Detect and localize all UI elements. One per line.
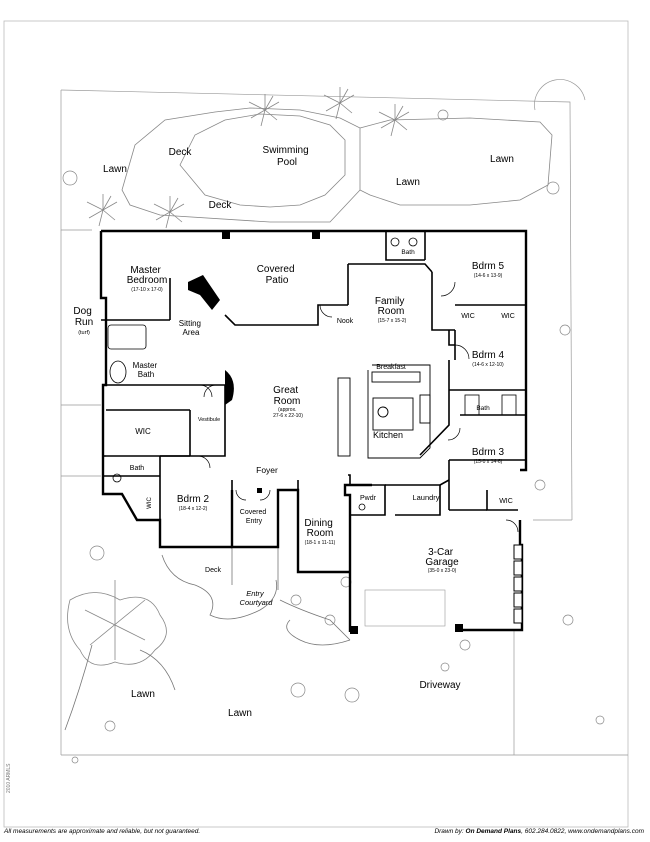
- family-room-label: Family Room: [375, 296, 407, 317]
- covered-patio-label: Covered Patio: [257, 264, 298, 286]
- door-swings: [197, 281, 519, 533]
- entry-courtyard-line: Courtyard: [240, 598, 274, 607]
- master-bath-label: Master Bath: [133, 361, 160, 379]
- bath-top-label: Bath: [401, 249, 415, 256]
- nook-label: Nook: [337, 318, 354, 325]
- bdrm5-dim: (14-6 x 13-9): [474, 273, 503, 279]
- master-bedroom-dim: (17-10 x 17-0): [131, 287, 163, 293]
- master-bedroom-line: Bedroom: [127, 275, 168, 286]
- lawn-label-mid: Lawn: [396, 177, 420, 188]
- deck-label-low: Deck: [209, 200, 233, 211]
- pwdr-label: Pwdr: [360, 495, 377, 502]
- wic-b5a-label: WIC: [461, 313, 475, 320]
- dog-run-label: Dog Run: [73, 306, 94, 328]
- great-room-dim-line: (approx.: [278, 407, 296, 413]
- laundry-label: Laundry: [412, 493, 439, 502]
- bdrm2-dim: (18-4 x 12-2): [179, 506, 208, 512]
- master-bedroom-label: Master Bedroom: [127, 265, 168, 286]
- dog-run-sub: (turf): [78, 330, 90, 336]
- house-walls: [99, 229, 528, 632]
- kitchen-fixtures: [337, 364, 431, 459]
- lot-lines: [60, 79, 628, 756]
- dog-run-line: Dog: [73, 306, 91, 317]
- family-room-dim: (15-7 x 15-2): [378, 318, 407, 324]
- master-bath-line: Master: [133, 361, 158, 370]
- wic-b3-label: WIC: [499, 498, 513, 505]
- shrubs: [62, 109, 605, 764]
- bdrm3-label: Bdrm 3: [472, 447, 505, 458]
- great-room-dim-line: 27-6 x 22-10): [273, 413, 303, 419]
- sitting-area-line: Area: [183, 328, 200, 337]
- drawn-by-prefix: Drawn by:: [434, 828, 464, 835]
- entry-courtyard-label: Entry Courtyard: [240, 589, 274, 607]
- courtyard-paths: [64, 547, 351, 731]
- watermark-stamp: 2010 ARMLS: [6, 763, 12, 793]
- sitting-area-label: Sitting Area: [179, 319, 203, 337]
- driveway-label: Driveway: [419, 680, 460, 691]
- dog-run-line: Run: [75, 317, 93, 328]
- dining-room-label: Dining Room: [304, 518, 335, 539]
- drawn-by-contact: , 602.284.0822, www.ondemandplans.com: [521, 828, 644, 835]
- bdrm4-dim: (14-6 x 12-10): [472, 362, 504, 368]
- covered-entry-line: Covered: [240, 509, 267, 516]
- columns: [188, 231, 463, 634]
- pool-label-line: Swimming: [263, 145, 309, 156]
- great-room-line: Great: [273, 385, 298, 396]
- bdrm3-dim: (15-0 x 14-6): [474, 459, 503, 465]
- garage-line: 3-Car: [428, 547, 454, 558]
- pool-area: [121, 107, 553, 223]
- foyer-label: Foyer: [256, 465, 278, 475]
- dining-room-line: Dining: [304, 518, 332, 529]
- garage-doors: [364, 544, 523, 627]
- sitting-area-line: Sitting: [179, 319, 201, 328]
- lawn-label-front-mid: Lawn: [228, 708, 252, 719]
- bath-fixtures: [107, 237, 517, 511]
- covered-patio-line: Covered: [257, 264, 295, 275]
- great-room-label: Great Room: [273, 385, 301, 407]
- pool-label: Swimming Pool: [263, 145, 312, 168]
- family-room-line: Room: [378, 306, 405, 317]
- lawn-label-top-right: Lawn: [490, 154, 514, 165]
- drawn-by-name: On Demand Plans: [465, 828, 522, 835]
- garage-dim: (35-0 x 23-0): [428, 568, 457, 574]
- wic-b2-label: WIC: [147, 497, 153, 509]
- dining-room-dim: (18-1 x 11-11): [305, 540, 336, 546]
- great-room-dim: (approx. 27-6 x 22-10): [273, 407, 303, 419]
- deck-front-label: Deck: [205, 567, 221, 574]
- great-room-line: Room: [274, 396, 301, 407]
- bdrm4-label: Bdrm 4: [472, 350, 505, 361]
- breakfast-label: Breakfast: [376, 364, 406, 371]
- pool-label-line: Pool: [277, 157, 297, 168]
- family-room-line: Family: [375, 296, 404, 307]
- covered-entry-line: Entry: [246, 518, 263, 525]
- entry-courtyard-line: Entry: [246, 589, 265, 598]
- dining-room-line: Room: [307, 528, 334, 539]
- lawn-label-top-left: Lawn: [103, 164, 127, 175]
- deck-label-top: Deck: [169, 147, 193, 158]
- covered-entry-label: Covered Entry: [240, 509, 268, 525]
- kitchen-label: Kitchen: [373, 430, 403, 440]
- vestibule-label: Vestibule: [198, 417, 220, 423]
- palm-trees: [86, 87, 410, 229]
- covered-patio-line: Patio: [266, 275, 289, 286]
- bath-mid-label: Bath: [476, 405, 490, 412]
- master-bedroom-line: Master: [130, 265, 161, 276]
- wic-master-label: WIC: [135, 427, 151, 436]
- wic-b5b-label: WIC: [501, 313, 515, 320]
- drawn-by: Drawn by: On Demand Plans, 602.284.0822,…: [434, 828, 644, 835]
- bdrm5-label: Bdrm 5: [472, 261, 505, 272]
- front-tree: [67, 580, 167, 666]
- disclaimer-text: All measurements are approximate and rel…: [4, 828, 201, 835]
- bath-left-label: Bath: [130, 465, 145, 472]
- garage-label: 3-Car Garage: [425, 547, 459, 568]
- page-frame: [3, 20, 629, 828]
- bdrm2-label: Bdrm 2: [177, 494, 210, 505]
- garage-line: Garage: [425, 557, 459, 568]
- lawn-label-front-left: Lawn: [131, 689, 155, 700]
- master-bath-line: Bath: [138, 370, 154, 379]
